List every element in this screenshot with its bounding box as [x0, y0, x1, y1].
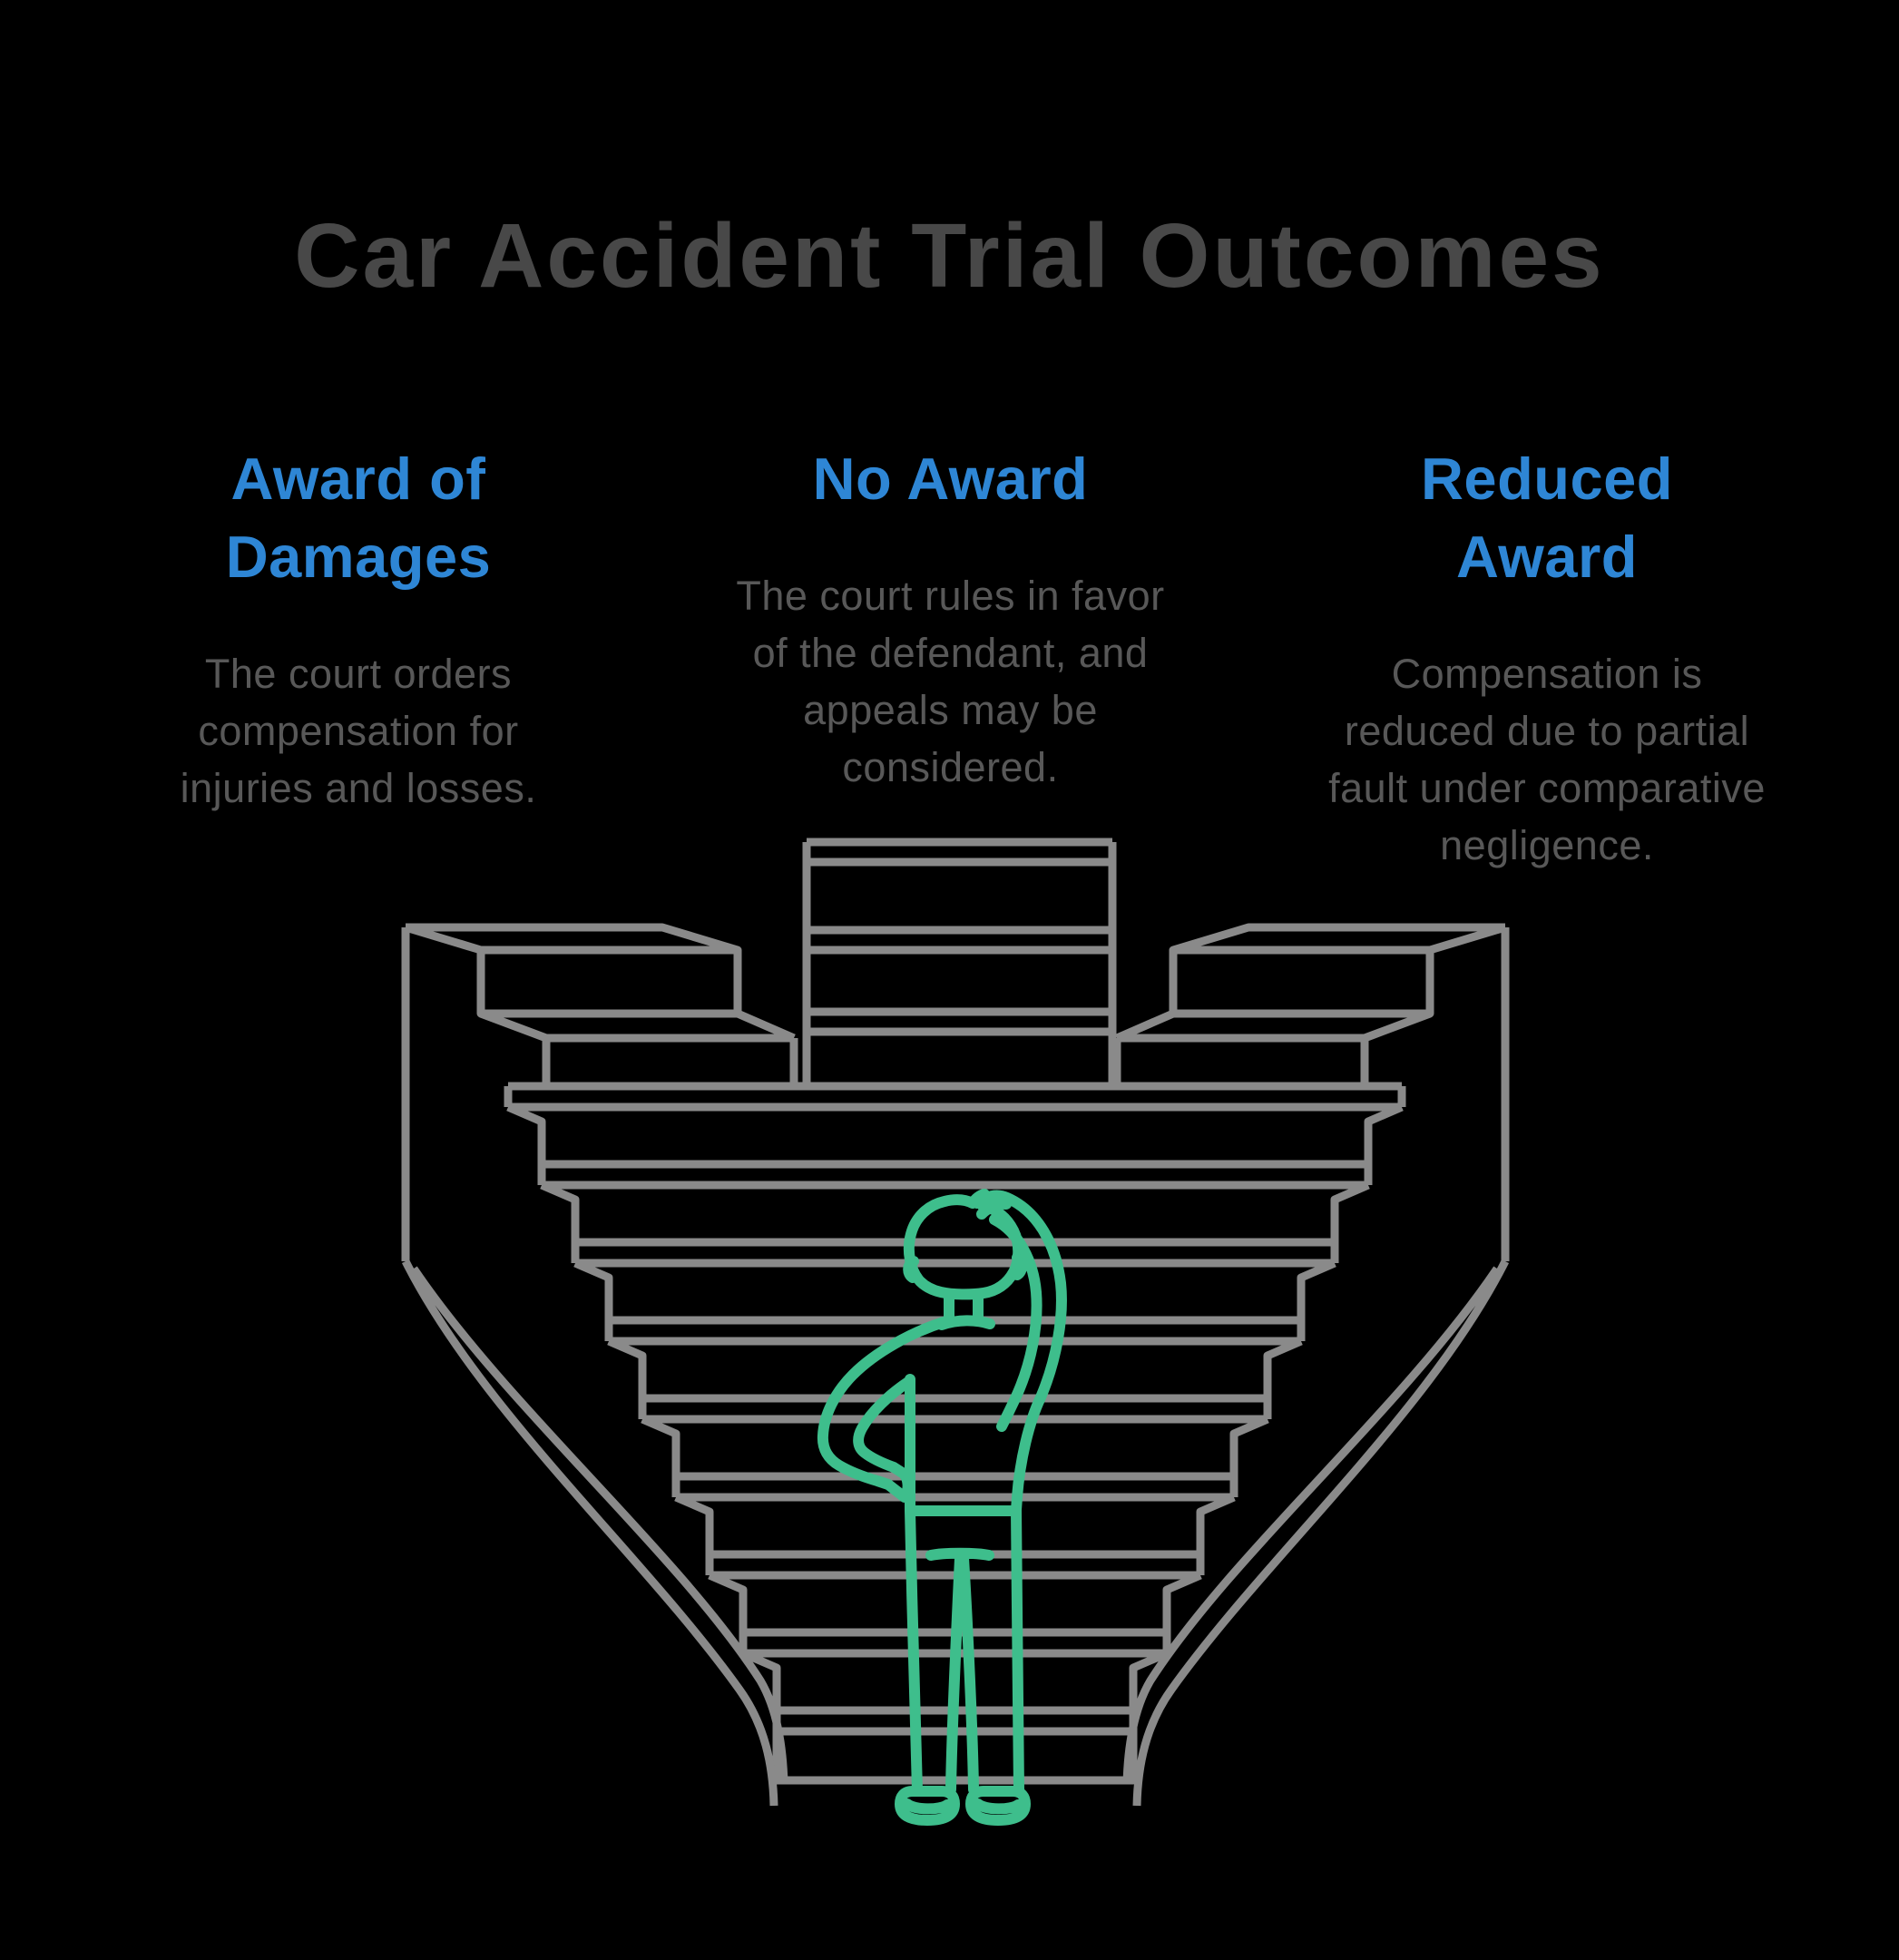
right-platform: [1112, 923, 1510, 1261]
column-reduced-award: Reduced Award Compensation is reduced du…: [1257, 440, 1837, 874]
column-description-no-award: The court rules in favor of the defendan…: [736, 572, 1165, 790]
column-award-of-damages: Award of Damages The court orders compen…: [100, 440, 617, 817]
converging-steps: [504, 1082, 1406, 1785]
left-wall-curve: [401, 1259, 788, 1807]
column-heading-reduced-award: Reduced Award: [1420, 446, 1673, 590]
person-akimbo-arm: [817, 1317, 949, 1503]
person-raised-arm: [972, 1190, 1067, 1515]
person-torso-legs: [905, 1374, 1024, 1797]
page-title: Car Accident Trial Outcomes: [294, 205, 1605, 307]
column-description-reduced-award: Compensation is reduced due to partial f…: [1328, 650, 1766, 868]
person-shoes: [895, 1786, 1031, 1826]
column-heading-award-of-damages: Award of Damages: [225, 446, 492, 590]
left-platform: [401, 923, 798, 1261]
curved-side-walls: [401, 1259, 1510, 1807]
column-heading-no-award: No Award: [812, 446, 1089, 512]
staircase-illustration: [401, 838, 1510, 1826]
center-tower-steps: [802, 838, 1117, 1086]
right-wall-curve: [1122, 1259, 1510, 1807]
confused-person: [817, 1189, 1067, 1826]
column-description-award-of-damages: The court orders compensation for injuri…: [180, 650, 537, 811]
person-head: [903, 1189, 1024, 1300]
person-ears: [903, 1252, 1028, 1283]
column-no-award: No Award The court rules in favor of the…: [676, 440, 1225, 796]
